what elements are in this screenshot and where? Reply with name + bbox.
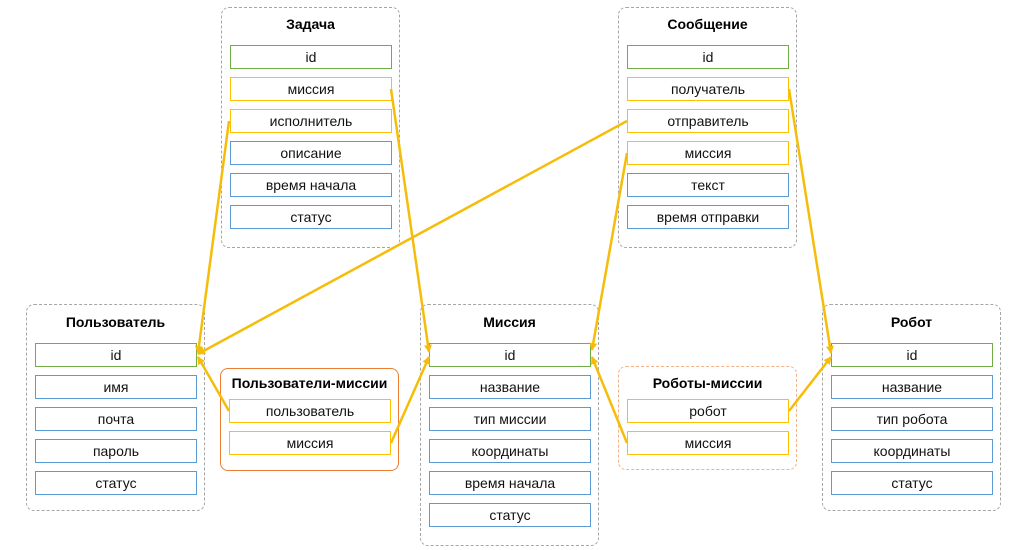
field-status: статус (831, 471, 993, 495)
entity-robot: Робот id название тип робота координаты … (822, 304, 1001, 511)
field-sender: отправитель (627, 109, 789, 133)
entity-title: Робот (890, 314, 933, 330)
field-text: текст (627, 173, 789, 197)
entity-title: Пользователь (65, 314, 166, 330)
field-name: название (831, 375, 993, 399)
field-id: id (429, 343, 591, 367)
field-robot-type: тип робота (831, 407, 993, 431)
field-mission: миссия (230, 77, 392, 101)
field-start-time: время начала (230, 173, 392, 197)
field-coordinates: координаты (429, 439, 591, 463)
entity-robot-missions: Роботы-миссии робот миссия (618, 366, 797, 470)
field-description: описание (230, 141, 392, 165)
entity-title: Роботы-миссии (652, 375, 763, 391)
field-name: имя (35, 375, 197, 399)
field-status: статус (429, 503, 591, 527)
field-executor: исполнитель (230, 109, 392, 133)
field-status: статус (35, 471, 197, 495)
entity-user-missions: Пользователи-миссии пользователь миссия (220, 368, 399, 471)
field-password: пароль (35, 439, 197, 463)
entity-mission: Миссия id название тип миссии координаты… (420, 304, 599, 546)
entity-title: Задача (286, 16, 335, 32)
field-mission: миссия (229, 431, 391, 455)
field-id: id (831, 343, 993, 367)
field-robot: робот (627, 399, 789, 423)
field-user: пользователь (229, 399, 391, 423)
entity-title: Пользователи-миссии (231, 375, 388, 391)
field-id: id (627, 45, 789, 69)
field-recipient: получатель (627, 77, 789, 101)
field-mission: миссия (627, 431, 789, 455)
entity-title: Сообщение (667, 16, 748, 32)
field-id: id (230, 45, 392, 69)
field-start-time: время начала (429, 471, 591, 495)
field-id: id (35, 343, 197, 367)
field-status: статус (230, 205, 392, 229)
field-email: почта (35, 407, 197, 431)
field-name: название (429, 375, 591, 399)
field-coordinates: координаты (831, 439, 993, 463)
field-mission-type: тип миссии (429, 407, 591, 431)
entity-message: Сообщение id получатель отправитель мисс… (618, 7, 797, 248)
entity-title: Миссия (483, 314, 536, 330)
entity-task: Задача id миссия исполнитель описание вр… (221, 7, 400, 248)
entity-user: Пользователь id имя почта пароль статус (26, 304, 205, 511)
field-send-time: время отправки (627, 205, 789, 229)
field-mission: миссия (627, 141, 789, 165)
